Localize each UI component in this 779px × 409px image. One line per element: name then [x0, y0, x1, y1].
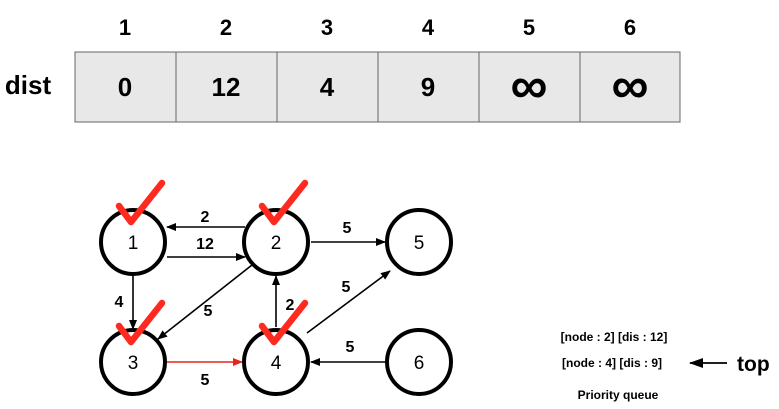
pq-top-label: top	[737, 353, 770, 376]
edge-weight-3-4: 5	[201, 372, 210, 389]
dist-value-6: ∞	[611, 57, 648, 115]
graph-node-2: 2	[242, 208, 310, 276]
node-label-5: 5	[414, 233, 425, 254]
check-icon-node-3	[115, 299, 166, 346]
visited-marks	[115, 179, 309, 346]
edge-weight-4-2: 2	[286, 297, 295, 314]
node-circle	[385, 328, 453, 396]
dist-header-2: 2	[220, 15, 232, 40]
edge-weight-6-4: 5	[346, 339, 355, 356]
priority-queue: [node : 2] [dis : 12] [node : 4] [dis : …	[561, 330, 770, 402]
graph-node-5: 5	[385, 208, 453, 276]
node-label-1: 1	[128, 233, 139, 254]
dist-value-1: 0	[118, 72, 132, 102]
graph-node-4: 4	[242, 328, 310, 396]
edge-2-to-3	[157, 264, 253, 340]
dist-header-1: 1	[119, 15, 131, 40]
node-circle	[99, 328, 167, 396]
edge-weight-2-5: 5	[343, 220, 352, 237]
dist-header-5: 5	[523, 15, 535, 40]
dist-header-3: 3	[321, 15, 333, 40]
dist-value-5: ∞	[510, 57, 547, 115]
graph-node-3: 3	[99, 328, 167, 396]
node-label-3: 3	[128, 353, 139, 374]
edge-weight-4-5: 5	[342, 279, 351, 296]
edge-weights: 2 12 5 4 5 2 5 5 5	[115, 209, 355, 389]
pq-item-2: [node : 4] [dis : 9]	[562, 356, 662, 370]
pq-item-1: [node : 2] [dis : 12]	[561, 330, 668, 344]
dist-value-3: 4	[320, 72, 335, 102]
dist-row-label: dist	[5, 70, 52, 100]
edge-4-to-5	[306, 270, 391, 334]
node-label-2: 2	[271, 233, 282, 254]
node-circle	[99, 208, 167, 276]
graph-nodes: 1 2 5 3 4 6	[99, 208, 453, 396]
dist-value-4: 9	[421, 72, 435, 102]
dist-header-6: 6	[624, 15, 636, 40]
check-icon-node-2	[258, 179, 309, 226]
dist-table: dist 1 2 3 4 5 6 0 12 4 9 ∞ ∞	[5, 15, 681, 123]
pq-caption: Priority queue	[578, 388, 659, 402]
dist-value-2: 12	[212, 72, 241, 102]
edge-weight-1-2: 12	[196, 236, 214, 253]
graph-edges	[129, 223, 391, 366]
check-icon-node-4	[258, 299, 309, 346]
node-circle	[385, 208, 453, 276]
node-label-4: 4	[271, 353, 282, 374]
edge-weight-2-1: 2	[201, 209, 210, 226]
node-circle	[242, 208, 310, 276]
graph-node-6: 6	[385, 328, 453, 396]
dist-header-4: 4	[422, 15, 435, 40]
edge-weight-2-3: 5	[204, 303, 213, 320]
edge-weight-1-3: 4	[115, 294, 124, 311]
node-circle	[242, 328, 310, 396]
node-label-6: 6	[414, 353, 425, 374]
graph-node-1: 1	[99, 208, 167, 276]
check-icon-node-1	[115, 179, 166, 226]
